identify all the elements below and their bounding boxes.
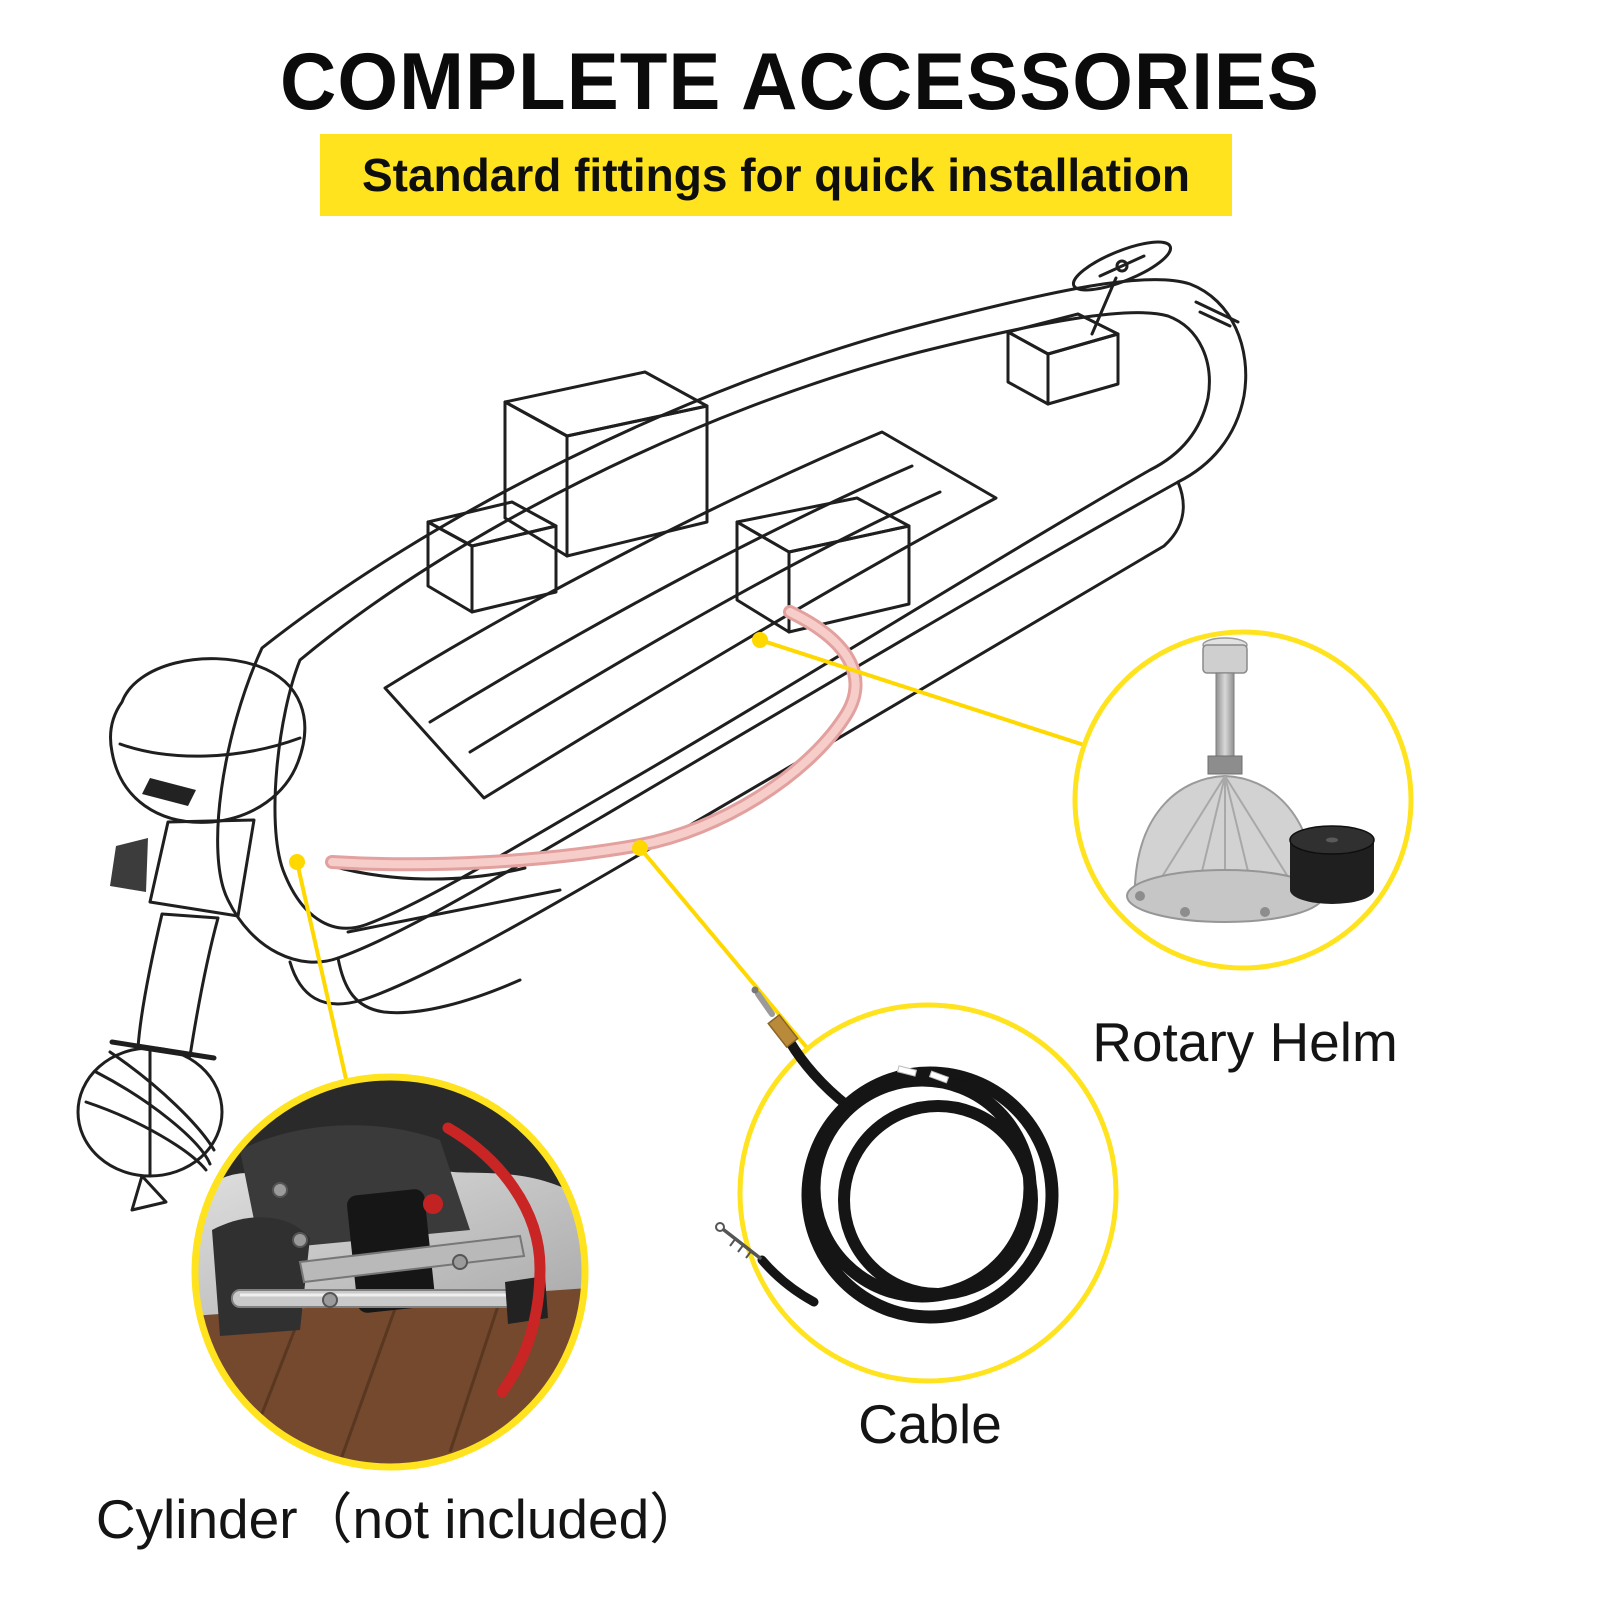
steering-wheel: [1006, 240, 1173, 406]
leader-line-cylinder: [295, 861, 348, 1080]
boat-line-drawing: [76, 240, 1248, 1212]
rotary-helm-photo: [1126, 637, 1375, 923]
steering-cable-route: [325, 605, 863, 872]
callout-dot-helm: [752, 632, 768, 648]
subtitle-text: Standard fittings for quick installation: [361, 149, 1191, 201]
page-title: COMPLETE ACCESSORIES: [280, 35, 1320, 127]
cable-photo: [715, 986, 1059, 1324]
cable-callout: [715, 986, 1119, 1384]
cylinder-label: Cylinder（not included）: [95, 1488, 705, 1550]
outboard-motor: [76, 657, 307, 1212]
leader-line-rotary-helm: [759, 638, 1085, 747]
subtitle-banner: Standard fittings for quick installation: [320, 134, 1232, 216]
cylinder-photo: [195, 1077, 585, 1467]
rotary-helm-label: Rotary Helm: [1092, 1011, 1398, 1073]
callout-dot-cylinder: [289, 854, 305, 870]
cable-label: Cable: [858, 1393, 1002, 1455]
cylinder-callout: [191, 1073, 589, 1471]
callout-dot-cable: [632, 840, 648, 856]
cylinder-callout-ring: [191, 1073, 589, 1471]
rotary-helm-callout: [1072, 629, 1414, 971]
